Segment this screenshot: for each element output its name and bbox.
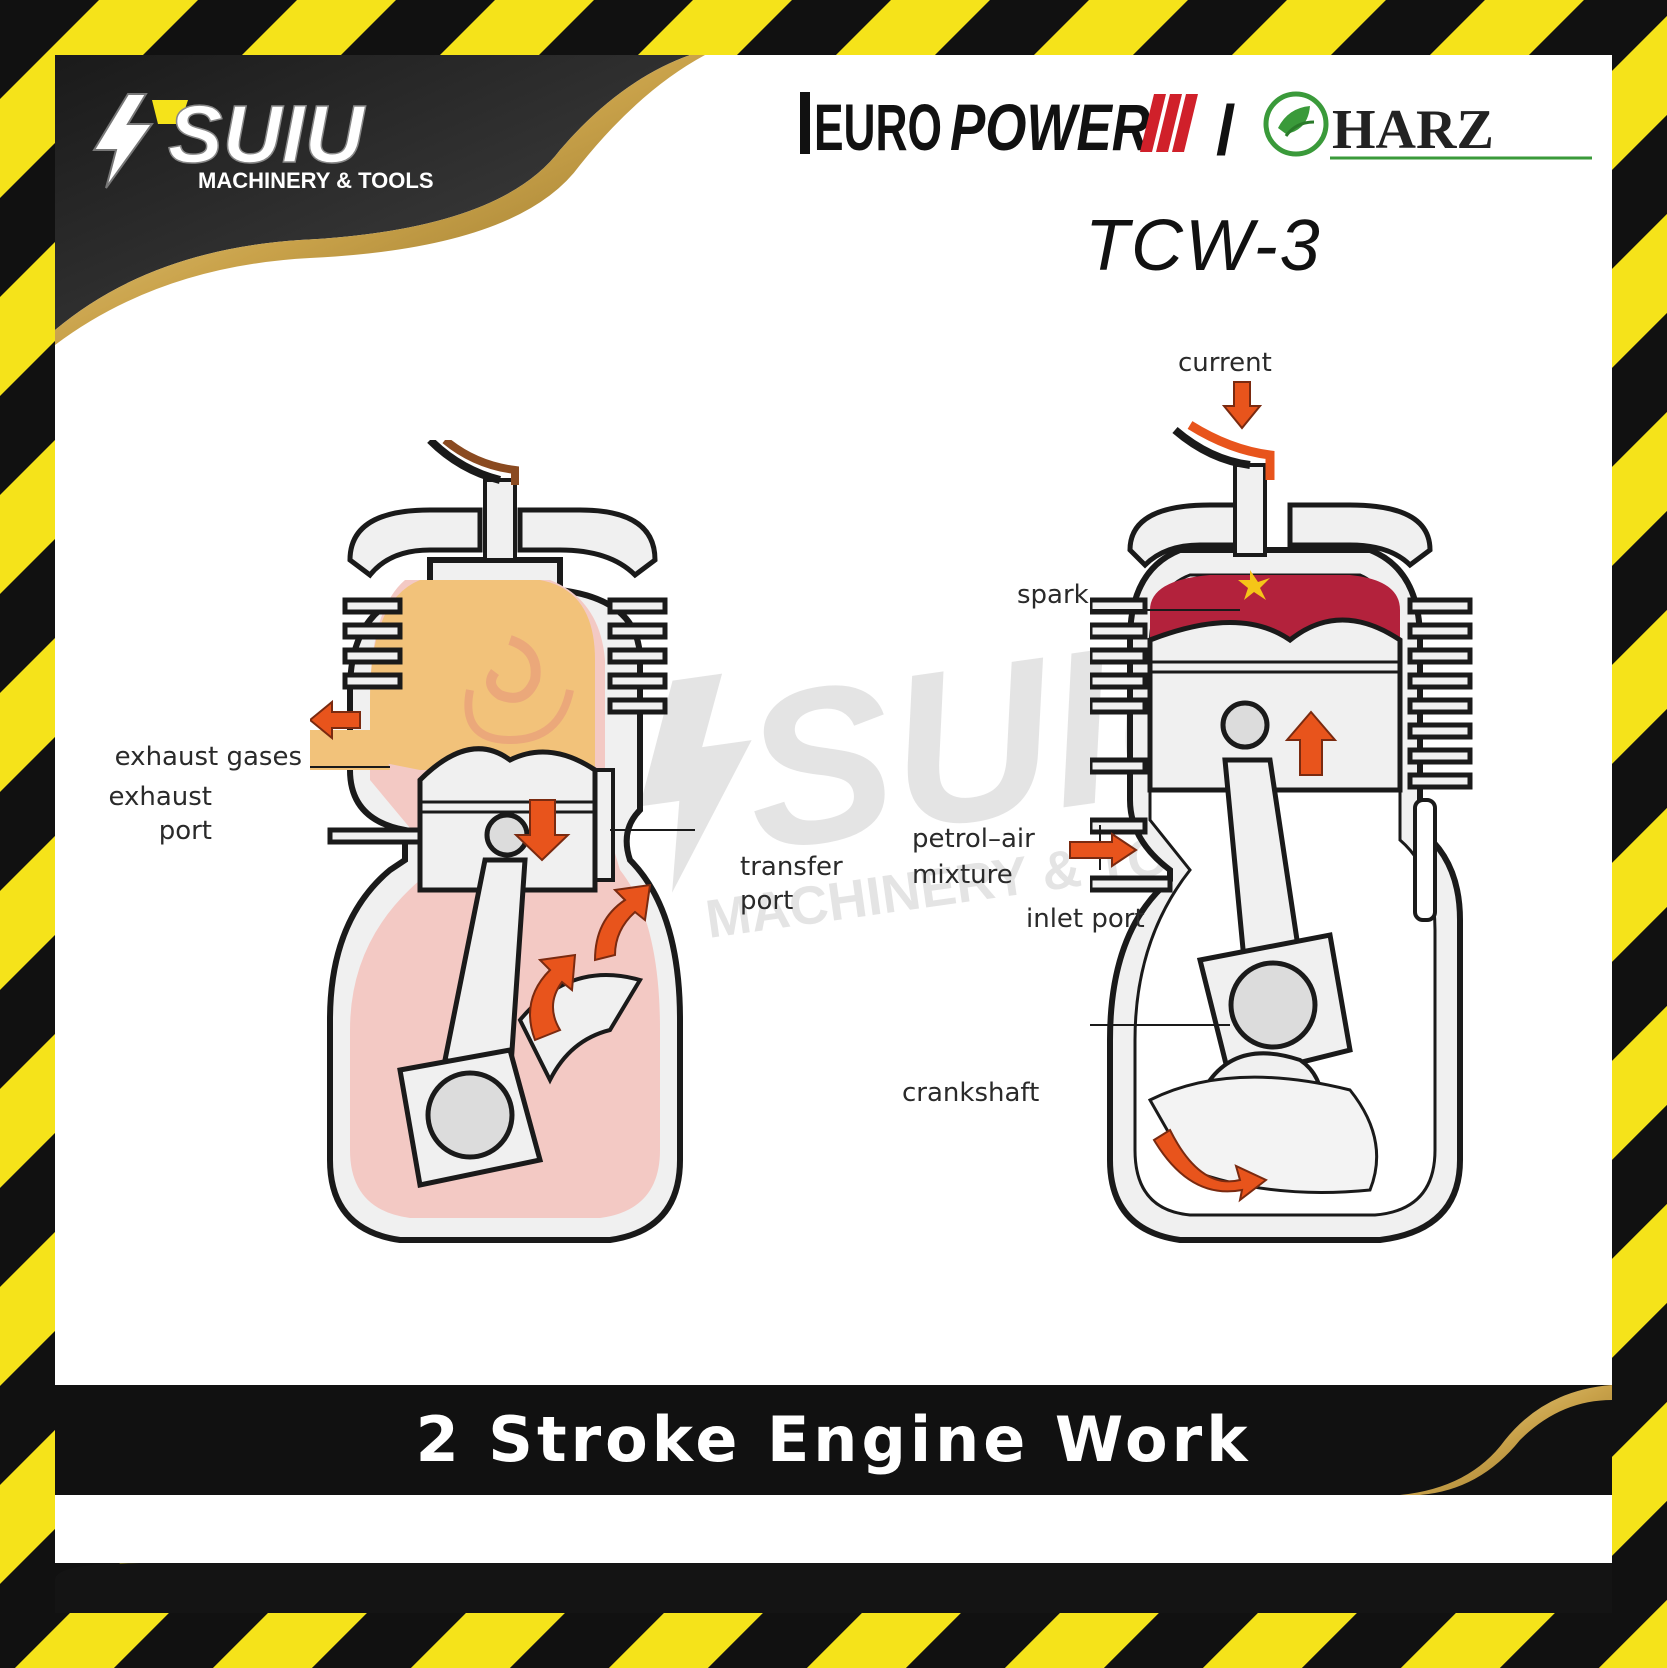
brand-logos: EURO POWER / HARZ — [800, 90, 1592, 168]
label-petrol-air-line1: petrol–air — [912, 824, 1035, 854]
label-transfer-port-line2: port — [740, 886, 794, 916]
label-transfer-port-line1: transfer — [740, 852, 843, 882]
suiu-logo-subtext: MACHINERY & TOOLS — [198, 168, 434, 193]
label-current: current — [1178, 348, 1272, 378]
suiu-logo-text: SUIU — [168, 89, 366, 180]
harz-logo-text: HARZ — [1332, 99, 1494, 161]
lightning-icon — [92, 93, 154, 189]
current-arrow-icon — [1222, 381, 1262, 430]
label-inlet-port: inlet port — [1026, 904, 1145, 934]
spark-icon — [1238, 570, 1270, 600]
label-crankshaft: crankshaft — [902, 1078, 1040, 1108]
inlet-arrow-icon — [1069, 832, 1138, 868]
engine-left-diagram — [310, 440, 695, 1243]
label-exhaust-port-line1: exhaust — [108, 782, 212, 812]
caption-title: 2 Stroke Engine Work — [415, 1403, 1252, 1476]
europower-stripes-icon — [1140, 94, 1198, 152]
brand-separator: / — [1216, 91, 1235, 168]
label-exhaust-port-line2: port — [158, 816, 212, 846]
suiu-logo: SUIU MACHINERY & TOOLS — [92, 88, 434, 193]
europower-euro-text: EURO — [814, 90, 942, 164]
label-petrol-air-line2: mixture — [912, 860, 1013, 890]
engine-right-diagram — [1090, 421, 1473, 1243]
europower-power-text: POWER — [950, 90, 1150, 164]
harz-leaf-icon — [1263, 91, 1329, 157]
label-exhaust-gases: exhaust gases — [114, 742, 302, 772]
flow-arrows — [513, 799, 652, 1042]
label-spark: spark — [1017, 580, 1089, 610]
model-number: TCW-3 — [1085, 206, 1322, 286]
